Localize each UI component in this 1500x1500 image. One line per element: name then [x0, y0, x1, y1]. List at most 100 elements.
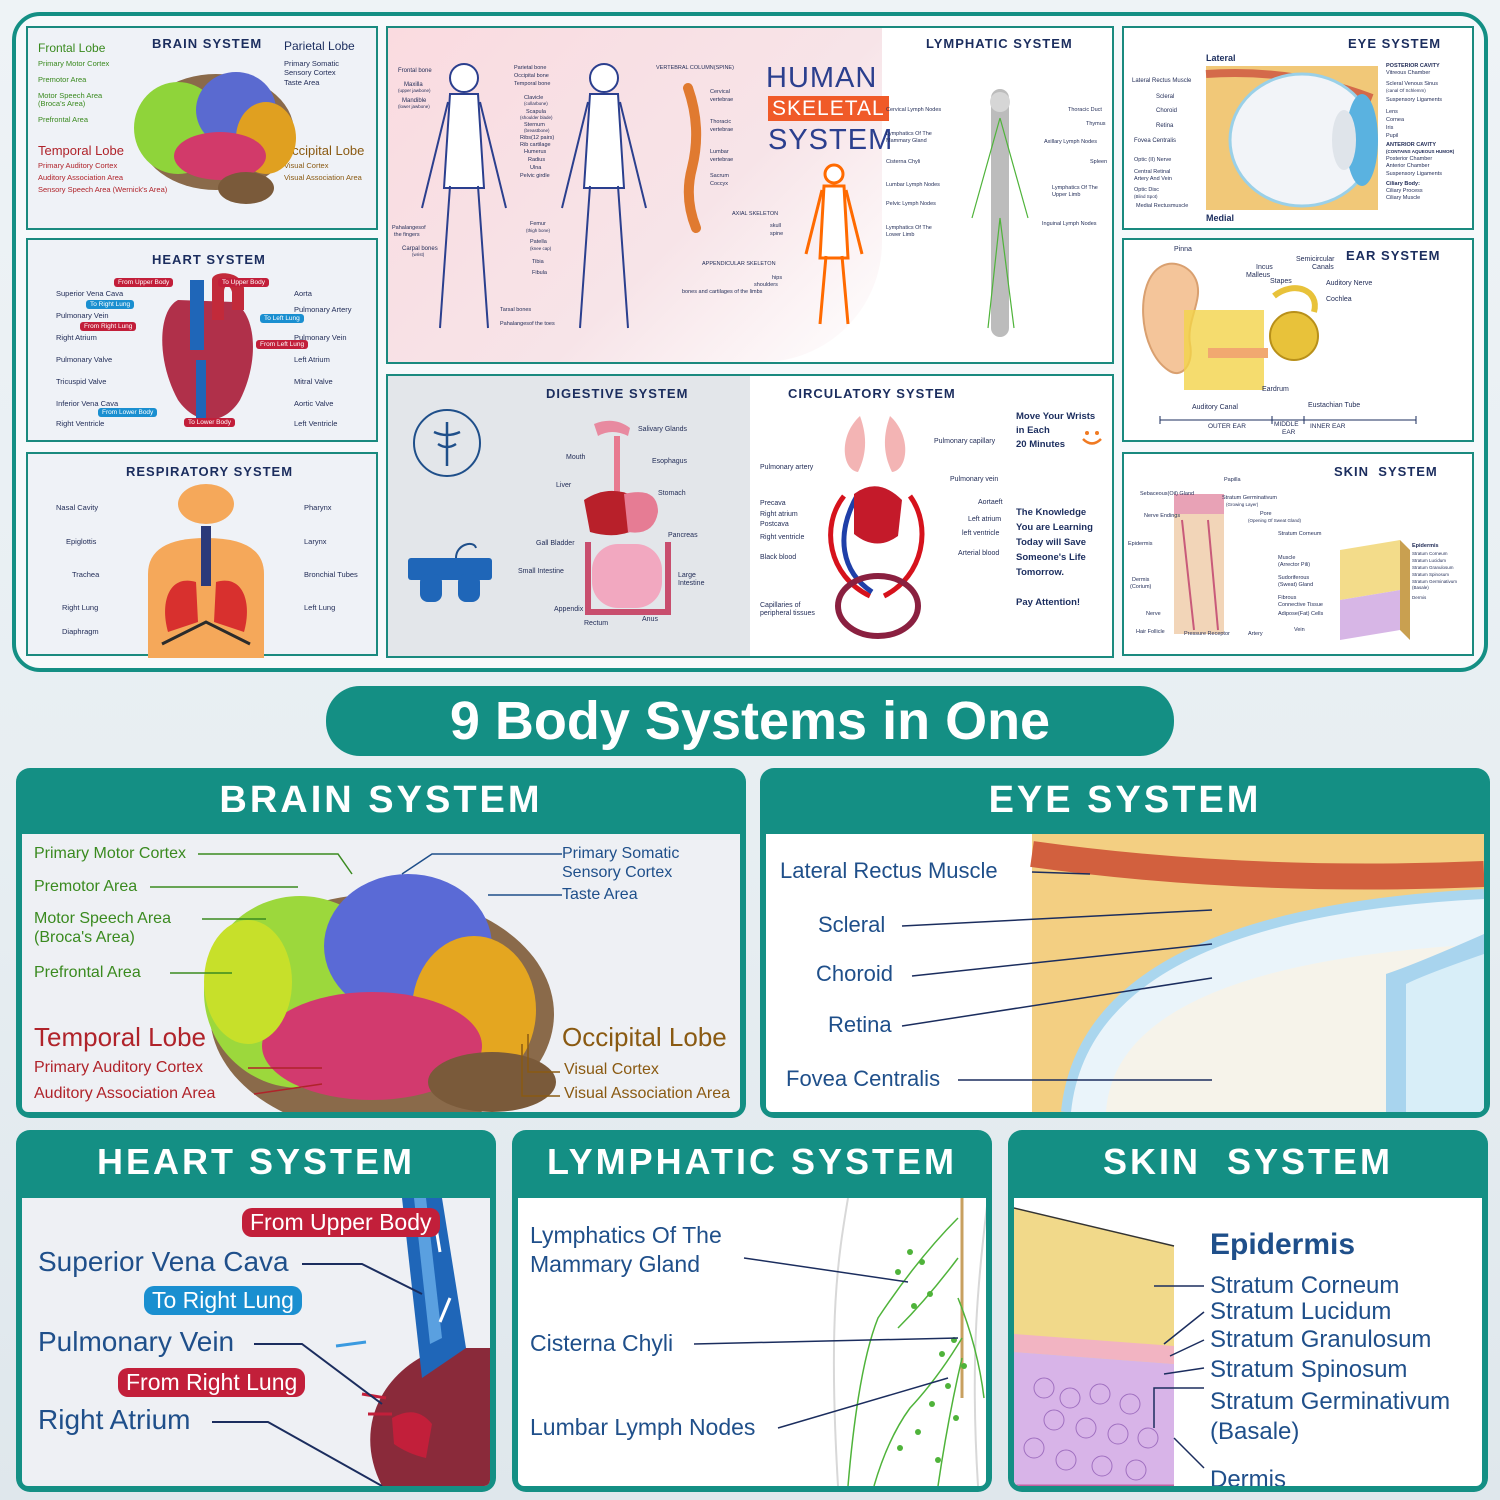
big-brain-occipital-1: Visual Association Area [564, 1085, 731, 1102]
skel-mid-13: Ulna [530, 165, 542, 171]
lymph-left-1: Lymphatics Of The [886, 131, 932, 137]
skel-mid-11: Humerus [524, 149, 547, 155]
ear-section-divider [1159, 416, 1417, 424]
brain-left-1: Premotor Area [38, 75, 87, 84]
skel-mid-20: Fibula [532, 270, 547, 276]
skin-4: Nerve Endings [1144, 513, 1181, 519]
dig-9: Intestine [678, 580, 705, 587]
motto-1-2: 20 Minutes [1016, 439, 1066, 450]
heart-left-1: Pulmonary Vein [56, 311, 109, 320]
circ-right-4: left ventricle [962, 530, 1000, 537]
skin-block-1: Stratum Corneum [1412, 551, 1448, 556]
big-heart-illustration [335, 1198, 490, 1486]
eye-left-3: Retina [1156, 123, 1174, 129]
big-lymph-title: LYMPHATIC SYSTEM [546, 1141, 958, 1182]
skel-front-0: Frontal bone [398, 68, 432, 74]
skel-front-5: Pahalangesof [392, 225, 426, 231]
occipital-item-0: Visual Cortex [284, 161, 329, 170]
heart-right-3: Left Atrium [294, 355, 330, 364]
brain-left-3: (Broca's Area) [38, 99, 86, 108]
big-skin-label-6: Dermis [1210, 1466, 1286, 1487]
skel-front-2: (upper jawbone) [398, 88, 431, 93]
wrist-rest-keyboard-icon [408, 542, 492, 602]
eye-right-6: Cornea [1386, 117, 1405, 123]
lymph-left-2: Mammary Gland [886, 138, 927, 144]
ear-9: Auditory Canal [1192, 404, 1238, 411]
big-brain-left-2: Motor Speech Area [34, 910, 171, 927]
digestive-illustration [584, 420, 671, 615]
big-lymph-label-2: Cisterna Chyli [530, 1330, 674, 1356]
skin-14: (Sweat) Gland [1278, 582, 1314, 588]
big-skin-block-illustration [1014, 1207, 1175, 1486]
skin-9: Muscle [1278, 555, 1296, 561]
heart-right-4: Mitral Valve [294, 377, 333, 386]
big-brain-occipital-0: Visual Cortex [564, 1061, 659, 1078]
axial-item-0: skull [770, 223, 782, 229]
brain-card: BRAIN SYSTEM Frontal Lobe Parietal Lobe … [26, 26, 378, 230]
lymph-right-2: Axillary Lymph Nodes [1044, 139, 1097, 145]
dig-10: Appendix [554, 606, 584, 613]
skel-mid-0: Parietal bone [514, 65, 547, 71]
eye-left-4: Fovea Centralis [1134, 138, 1177, 144]
respiratory-card: RESPIRATORY SYSTEM Nasal Cavity Epiglott… [26, 452, 378, 658]
parietal-lobe-label: Parietal Lobe [284, 39, 355, 53]
eye-right-2: Scleral Venous Sinus [1386, 81, 1438, 87]
heart-left-5: Inferior Vena Cava [56, 399, 119, 408]
resp-left-2: Trachea [72, 570, 100, 579]
eye-right-11: Posterior Chamber [1386, 156, 1433, 162]
big-brain-left-1: Premotor Area [34, 878, 138, 895]
big-eye-title: EYE SYSTEM [988, 779, 1262, 821]
big-eye-label-4: Fovea Centralis [786, 1066, 941, 1091]
spine-6: Sacrum [710, 173, 729, 179]
eye-right-16: Ciliary Muscle [1386, 195, 1421, 201]
big-heart-pill-2: To Right Lung [144, 1286, 302, 1316]
skin-3: (Growing Layer) [1226, 502, 1259, 507]
temporal-item-2: Sensory Speech Area (Wernick's Area) [38, 185, 168, 194]
big-brain-right-2: Taste Area [562, 886, 638, 903]
eye-right-0: POSTERIOR CAVITY [1386, 63, 1440, 69]
circ-left-5: Black blood [760, 554, 797, 561]
lymph-left-7: Lower Limb [886, 232, 915, 238]
ear-2: Malleus [1246, 272, 1271, 279]
circ-right-0: Pulmonary capillary [934, 438, 996, 445]
big-skin-label-0: Stratum Corneum [1210, 1272, 1400, 1299]
temporal-item-1: Auditory Association Area [38, 173, 124, 182]
respiratory-illustration [148, 484, 264, 658]
temporal-lobe-label: Temporal Lobe [38, 143, 124, 158]
big-heart-label-2: Pulmonary Vein [38, 1326, 235, 1357]
big-brain-right-0: Primary Somatic [562, 845, 680, 862]
heart-pill-6: From Lower Body [98, 408, 158, 418]
resp-left-0: Nasal Cavity [56, 503, 99, 512]
occipital-item-1: Visual Association Area [284, 173, 362, 182]
motto-1-1: in Each [1016, 425, 1050, 436]
lymph-right-3: Spleen [1090, 159, 1108, 165]
heart-pill-3: To Left Lung [260, 314, 304, 324]
skin-21: Artery [1248, 631, 1263, 637]
skel-mid-18: (knee cap) [530, 246, 552, 251]
eye-right-15: Ciliary Process [1386, 188, 1423, 194]
spine-0: Cervical [710, 89, 730, 95]
big-eye-label-0: Lateral Rectus Muscle [780, 858, 998, 883]
big-lymph-label-1: Mammary Gland [530, 1251, 700, 1277]
eye-right-9: ANTERIOR CAVITY [1386, 142, 1437, 148]
skel-mid-4: (collarbone) [524, 101, 548, 106]
lymph-left-5: Pelvic Lymph Nodes [886, 201, 936, 207]
heart-pill-5: From Left Lung [256, 340, 309, 350]
dig-8: Large [678, 572, 696, 579]
eye-right-14: Ciliary Body: [1386, 181, 1420, 187]
eye-illustration [1205, 66, 1378, 210]
medical-caduceus-icon [413, 409, 481, 477]
heart-pill-2: To Right Lung [86, 300, 135, 310]
eye-lateral: Lateral [1206, 53, 1236, 63]
temporal-item-0: Primary Auditory Cortex [38, 161, 118, 170]
eye-right-7: Iris [1386, 125, 1394, 131]
big-skin-card: SKIN SYSTEM Epiderm [1008, 1130, 1488, 1492]
skel-mid-14: Pelvic girdle [520, 173, 550, 179]
dig-11: Rectum [584, 620, 609, 627]
dig-4: Stomach [658, 490, 686, 497]
eye-right-8: Pupil [1386, 133, 1399, 139]
appendicular-label: APPENDICULAR SKELETON [702, 261, 776, 267]
big-lymph-label-0: Lymphatics Of The [530, 1222, 722, 1248]
big-eye-label-3: Retina [828, 1012, 892, 1037]
skel-mid-6: (shoulder blade) [520, 115, 553, 120]
